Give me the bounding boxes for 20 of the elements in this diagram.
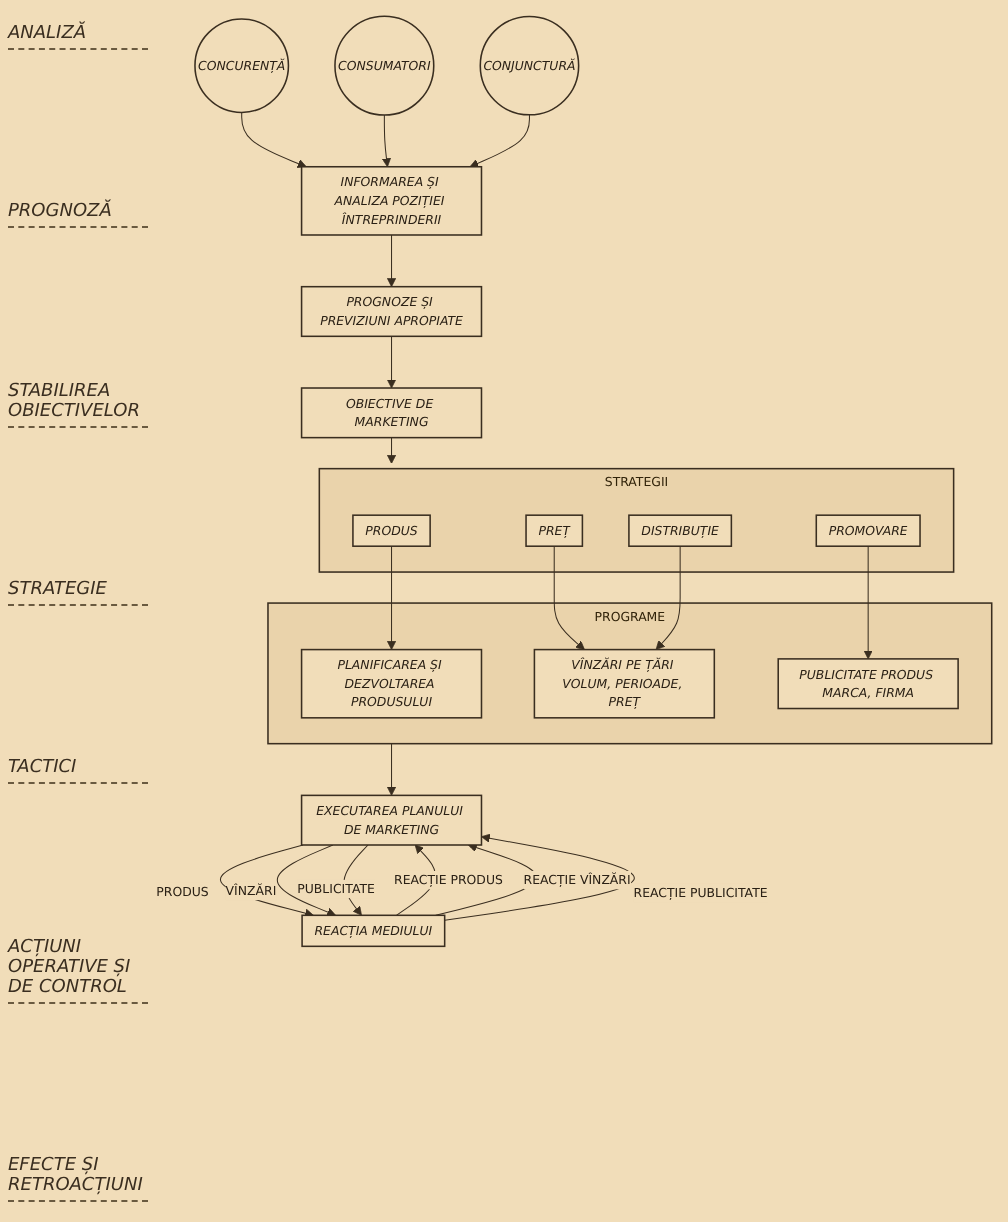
arrow <box>469 114 530 168</box>
arrow <box>553 545 585 650</box>
stage-label: EFECTE ȘI RETROACȚIUNI <box>8 1151 148 1202</box>
arrow <box>444 833 635 921</box>
stage-label: STABILIREA OBIECTIVELOR <box>8 377 148 428</box>
arrow <box>863 545 873 660</box>
arrow <box>387 545 397 650</box>
arrow <box>276 844 336 917</box>
stage-label: ANALIZĂ <box>8 20 148 50</box>
arrow <box>387 335 397 389</box>
arrow <box>381 114 391 168</box>
arrow <box>387 234 397 288</box>
stage-label: PROGNOZĂ <box>8 198 148 229</box>
arrow <box>387 743 397 796</box>
stage-label: STRATEGIE <box>8 575 148 606</box>
stage-label: TACTICI <box>8 754 148 785</box>
arrow <box>655 545 681 650</box>
arrow <box>241 111 307 168</box>
arrow <box>387 437 397 464</box>
stage-label: ACȚIUNI OPERATIVE ȘI DE CONTROL <box>8 933 148 1004</box>
